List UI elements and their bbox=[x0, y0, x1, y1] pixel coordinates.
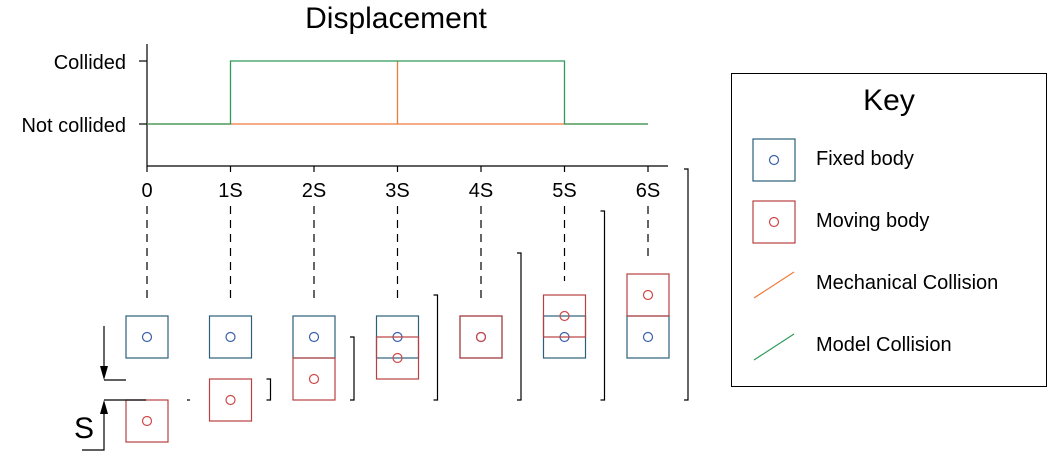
fixed-body-center-2 bbox=[308, 331, 320, 343]
x-tick-label-1: 1S bbox=[218, 180, 242, 202]
moving-body-center-5 bbox=[559, 310, 570, 322]
fixed-body-icon bbox=[752, 138, 796, 182]
moving-body-center-2 bbox=[308, 373, 320, 385]
position-2 bbox=[292, 206, 355, 401]
moving-body-center-3 bbox=[392, 352, 403, 364]
moving-body-6 bbox=[626, 273, 670, 317]
fixed-body-2 bbox=[292, 315, 336, 359]
moving-body-center-1 bbox=[225, 394, 236, 406]
x-tick-label-0: 0 bbox=[141, 180, 152, 202]
position-5 bbox=[542, 206, 606, 401]
s-label: S bbox=[74, 412, 94, 445]
displacement-bracket-1 bbox=[266, 378, 272, 401]
state-not-collided-label: Not collided bbox=[21, 115, 126, 137]
moving-body-0 bbox=[125, 399, 169, 443]
x-tick-label-5: 5S bbox=[552, 180, 576, 202]
x-tick-label-6: 6S bbox=[636, 180, 660, 202]
fixed-body-0 bbox=[125, 315, 169, 359]
moving-body-center-0 bbox=[141, 415, 153, 427]
collision-series bbox=[147, 60, 648, 125]
key-item-fixed-body: Fixed body bbox=[732, 138, 1046, 182]
key-item-model-collision: Model Collision bbox=[732, 324, 1046, 368]
diagram-title: Displacement bbox=[305, 2, 487, 35]
s-indicator: S bbox=[74, 326, 146, 451]
key-item-moving-body: Moving body bbox=[732, 200, 1046, 244]
model-line-icon bbox=[753, 333, 795, 361]
position-1 bbox=[208, 206, 272, 422]
fixed-body-6 bbox=[626, 315, 670, 359]
fixed-body-center-6 bbox=[642, 331, 654, 343]
s-arrow-down-head bbox=[100, 366, 108, 380]
state-collided-label: Collided bbox=[54, 52, 126, 74]
displacement-bracket-3 bbox=[433, 294, 439, 401]
moving-body-1 bbox=[208, 378, 253, 422]
key-label-moving-body: Moving body bbox=[816, 210, 930, 232]
fixed-body-4 bbox=[459, 315, 503, 359]
position-0 bbox=[125, 206, 190, 443]
moving-body-3 bbox=[375, 336, 420, 380]
moving-body-center-4 bbox=[475, 331, 487, 343]
chart-axes bbox=[139, 44, 668, 167]
position-6 bbox=[626, 168, 689, 401]
displacement-bracket-6 bbox=[684, 168, 689, 401]
displacement-bracket-2 bbox=[350, 336, 355, 401]
s-arrow-bottom-shaft bbox=[82, 404, 105, 451]
moving-body-2 bbox=[292, 357, 336, 401]
x-ticks: 0 1S 2S 3S 4S 5S 6S bbox=[141, 166, 660, 202]
moving-body-icon bbox=[752, 200, 796, 244]
position-3 bbox=[375, 206, 439, 401]
key-legend: Key Fixed body Moving body Mechanical Co… bbox=[731, 73, 1047, 387]
fixed-body-center-0 bbox=[141, 331, 153, 343]
fixed-body-1 bbox=[208, 315, 253, 359]
key-title: Key bbox=[863, 84, 915, 117]
key-label-model-collision: Model Collision bbox=[816, 334, 952, 356]
mechanical-line-icon bbox=[753, 271, 795, 299]
key-label-mechanical-collision: Mechanical Collision bbox=[816, 272, 999, 294]
body-positions bbox=[125, 168, 689, 443]
x-tick-label-4: 4S bbox=[469, 180, 493, 202]
position-4 bbox=[459, 206, 522, 401]
x-tick-label-2: 2S bbox=[302, 180, 326, 202]
key-item-mechanical-collision: Mechanical Collision bbox=[732, 262, 1046, 306]
fixed-body-center-1 bbox=[225, 331, 236, 343]
displacement-bracket-4 bbox=[517, 252, 522, 401]
x-tick-label-3: 3S bbox=[385, 180, 409, 202]
model-collision-line bbox=[147, 60, 648, 125]
moving-body-4 bbox=[459, 315, 503, 359]
key-label-fixed-body: Fixed body bbox=[816, 148, 914, 170]
moving-body-5 bbox=[542, 294, 587, 338]
moving-body-center-6 bbox=[642, 289, 654, 301]
displacement-bracket-5 bbox=[600, 210, 606, 401]
mechanical-collision-line bbox=[147, 61, 648, 125]
